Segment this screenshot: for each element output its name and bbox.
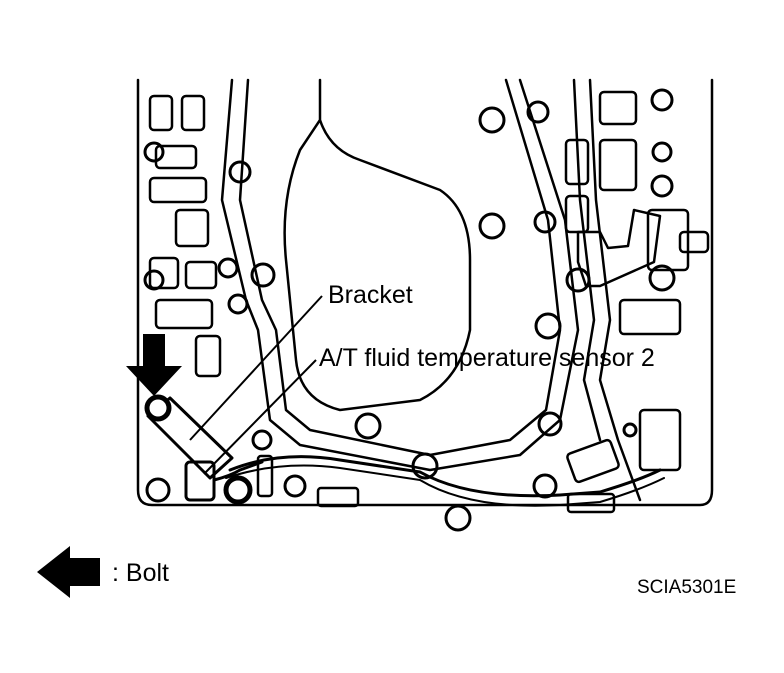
valve-block [174, 208, 210, 248]
bolt-hole [478, 106, 506, 134]
sensor-label: A/T fluid temperature sensor 2 [319, 344, 655, 372]
central-cavity [283, 78, 472, 412]
valve-block [180, 94, 206, 132]
valve-block [154, 298, 214, 330]
legend-text: : Bolt [112, 559, 169, 587]
bolt-hole [565, 267, 591, 293]
sensor-leader-line [203, 359, 317, 475]
bolt-hole [283, 474, 307, 498]
valve-block [154, 144, 198, 170]
bolt-hole [534, 312, 562, 340]
channel-wall-right [588, 78, 642, 502]
valve-block [646, 208, 690, 272]
valve-block [148, 94, 174, 132]
bolt-arrow-icon [126, 334, 182, 396]
bolt-hole [650, 174, 674, 198]
bolt-hole [143, 141, 165, 163]
bolt-hole [532, 473, 558, 499]
bolt-hole [648, 264, 676, 292]
bolt-hole [537, 411, 563, 437]
valve-block [564, 194, 590, 234]
sensor-harness-outer [225, 464, 665, 507]
bolt-hole [622, 422, 638, 438]
bolt-hole [444, 504, 472, 532]
marked-bolt [144, 394, 172, 422]
sensor-clip [256, 454, 274, 498]
bolt-hole [228, 160, 252, 184]
bracket-label: Bracket [328, 281, 413, 309]
bolt-hole [250, 262, 276, 288]
bolt-hole [526, 100, 550, 124]
sensor-lead [212, 460, 264, 482]
arrow-left-icon [37, 546, 100, 598]
valve-block [148, 176, 208, 204]
bolt-hole [227, 293, 249, 315]
channel-wall-left [220, 78, 580, 472]
figure-code: SCIA5301E [637, 577, 737, 598]
bolt-hole [650, 88, 674, 112]
bolt-hole [478, 212, 506, 240]
valve-body-outline [136, 78, 714, 507]
bolt-hole [411, 452, 439, 480]
valve-block [598, 138, 638, 192]
harness-clip [316, 486, 360, 508]
harness-clip [566, 492, 616, 514]
channel-wall-right-inner [572, 78, 602, 442]
valve-block [598, 90, 638, 126]
valve-block [148, 256, 180, 290]
right-bracket [576, 208, 662, 288]
bolt-hole [217, 257, 239, 279]
bolt-hole [354, 412, 382, 440]
valve-block [194, 334, 222, 378]
bolt-hole [651, 141, 673, 163]
valve-block [184, 260, 218, 290]
sensor-harness [228, 455, 662, 498]
valve-block [638, 408, 682, 472]
bolt-hole [251, 429, 273, 451]
sensor-mount [223, 475, 253, 505]
valve-block [618, 298, 682, 336]
valve-block [678, 230, 710, 254]
bolt-hole [143, 269, 165, 291]
bolt-hole [145, 477, 171, 503]
valve-block [564, 138, 590, 186]
harness-connector [566, 438, 620, 484]
bolt-hole [533, 210, 557, 234]
bracket-leader-line [189, 295, 323, 441]
